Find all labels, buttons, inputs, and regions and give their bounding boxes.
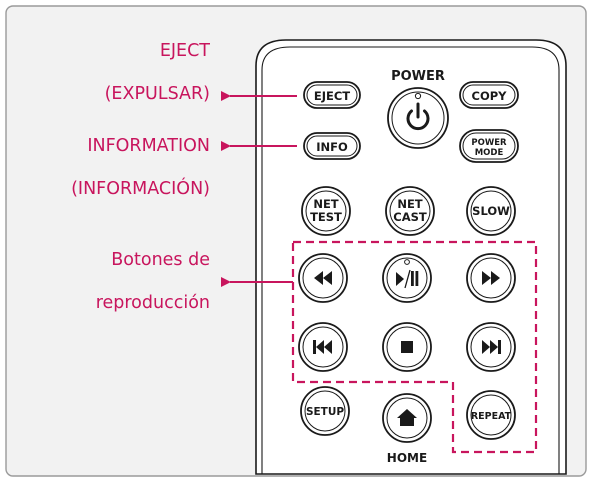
svg-text:SLOW: SLOW (472, 204, 510, 218)
skip-next-icon (482, 340, 501, 354)
svg-text:COPY: COPY (472, 89, 508, 103)
svg-text:INFO: INFO (316, 140, 348, 154)
svg-text:TEST: TEST (310, 210, 342, 224)
playback-callout-line1: Botones de (111, 250, 210, 270)
power-icon (406, 102, 430, 131)
power-button[interactable] (387, 87, 449, 149)
fast-forward-icon (482, 271, 500, 285)
home-icon (397, 409, 417, 426)
eject-callout-line2: (EXPULSAR) (105, 84, 210, 104)
svg-text:EJECT: EJECT (314, 89, 350, 103)
svg-text:NET: NET (397, 197, 422, 211)
power-mode-button[interactable]: POWER MODE (459, 129, 519, 163)
repeat-button[interactable]: REPEAT (466, 390, 516, 440)
skip-previous-icon (313, 340, 332, 354)
info-callout-line2: (INFORMACIÓN) (71, 177, 210, 199)
net-cast-button[interactable]: NET CAST (385, 186, 435, 236)
svg-text:POWER: POWER (471, 138, 507, 148)
power-indicator-dot (414, 92, 422, 100)
svg-text:CAST: CAST (393, 210, 427, 224)
copy-button[interactable]: COPY (459, 81, 519, 109)
power-label: POWER (391, 69, 445, 84)
play-indicator-dot (404, 259, 410, 265)
stop-button[interactable] (382, 322, 432, 372)
play-pause-button[interactable] (382, 253, 432, 303)
playback-group-outline (291, 240, 538, 454)
setup-button[interactable]: SETUP (300, 386, 350, 436)
slow-button[interactable]: SLOW (466, 186, 516, 236)
net-test-button[interactable]: NET TEST (301, 186, 351, 236)
svg-text:MODE: MODE (475, 148, 504, 158)
info-callout-line1: INFORMATION (87, 136, 210, 156)
rewind-button[interactable] (298, 253, 348, 303)
rewind-icon (314, 271, 332, 285)
skip-next-button[interactable] (466, 322, 516, 372)
stop-icon (401, 341, 413, 353)
svg-text:REPEAT: REPEAT (471, 411, 512, 422)
skip-previous-button[interactable] (298, 322, 348, 372)
svg-text:SETUP: SETUP (306, 406, 344, 418)
eject-button[interactable]: EJECT (303, 81, 361, 109)
info-button[interactable]: INFO (303, 132, 361, 160)
playback-callout-line2: reproducción (96, 293, 210, 313)
eject-callout-line1: EJECT (160, 41, 210, 61)
home-button[interactable] (382, 393, 432, 443)
fast-forward-button[interactable] (466, 253, 516, 303)
home-label: HOME (387, 451, 427, 465)
svg-text:NET: NET (313, 197, 338, 211)
play-pause-icon (396, 269, 419, 289)
